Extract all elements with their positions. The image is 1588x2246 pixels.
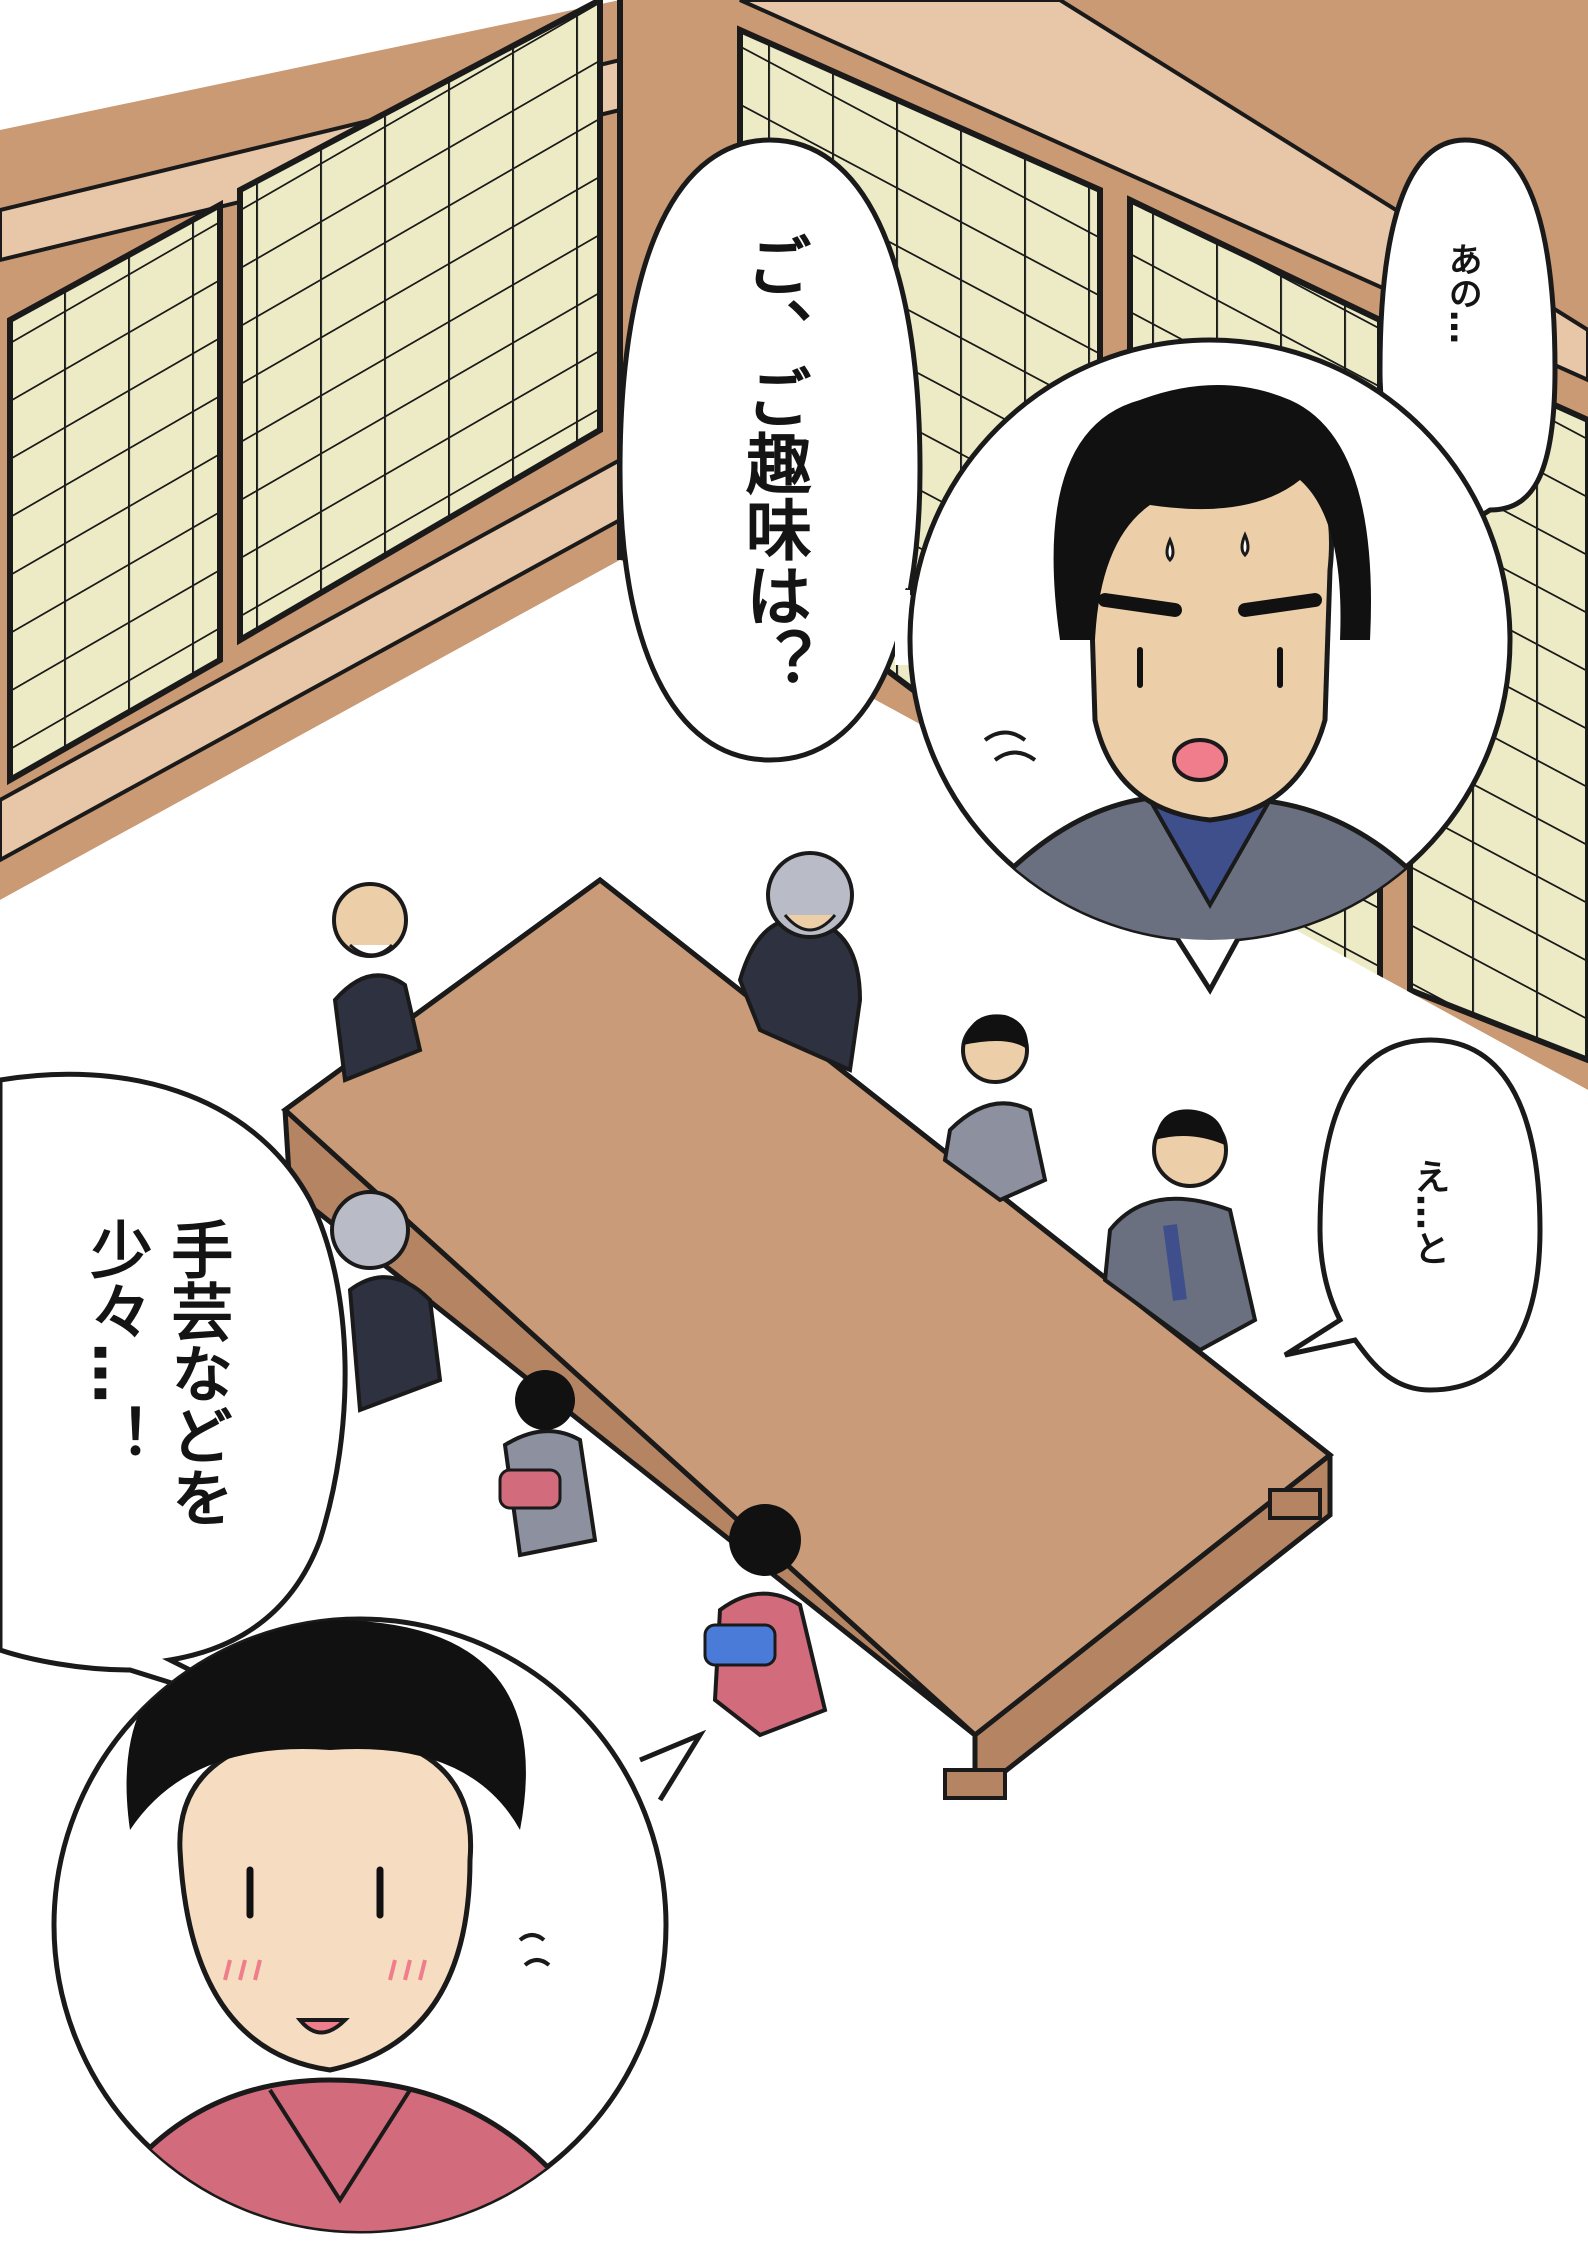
dialogue-goshumi: ご、ご趣味は？ [734,232,812,694]
elderly-woman-left [330,1190,443,1413]
speech-bubble-eto [1283,1037,1543,1393]
sweat-drop-icon [1165,531,1250,563]
dialogue-shugei: 手芸などを 少々…！ [79,1218,234,1528]
shoji-screen-left [6,0,603,786]
groom-seated [1102,1109,1258,1353]
dialogue-ano: あの… [1442,242,1483,344]
blush-marks [223,1959,427,1981]
seated-woman-pink-obi [498,1370,598,1558]
speech-bubble-shugei [0,1071,348,1723]
flutter-mark-icon [983,730,1037,762]
elderly-man-top [737,851,863,1073]
dialogue-eto: え…と [1408,1158,1450,1266]
bride-seated [703,1504,828,1738]
elderly-man-left [332,882,423,1083]
left-wall [0,0,622,900]
flutter-mark-icon [518,1933,551,1967]
bride-closeup-bubble [51,1616,707,2234]
seated-woman-gray [942,1014,1048,1203]
